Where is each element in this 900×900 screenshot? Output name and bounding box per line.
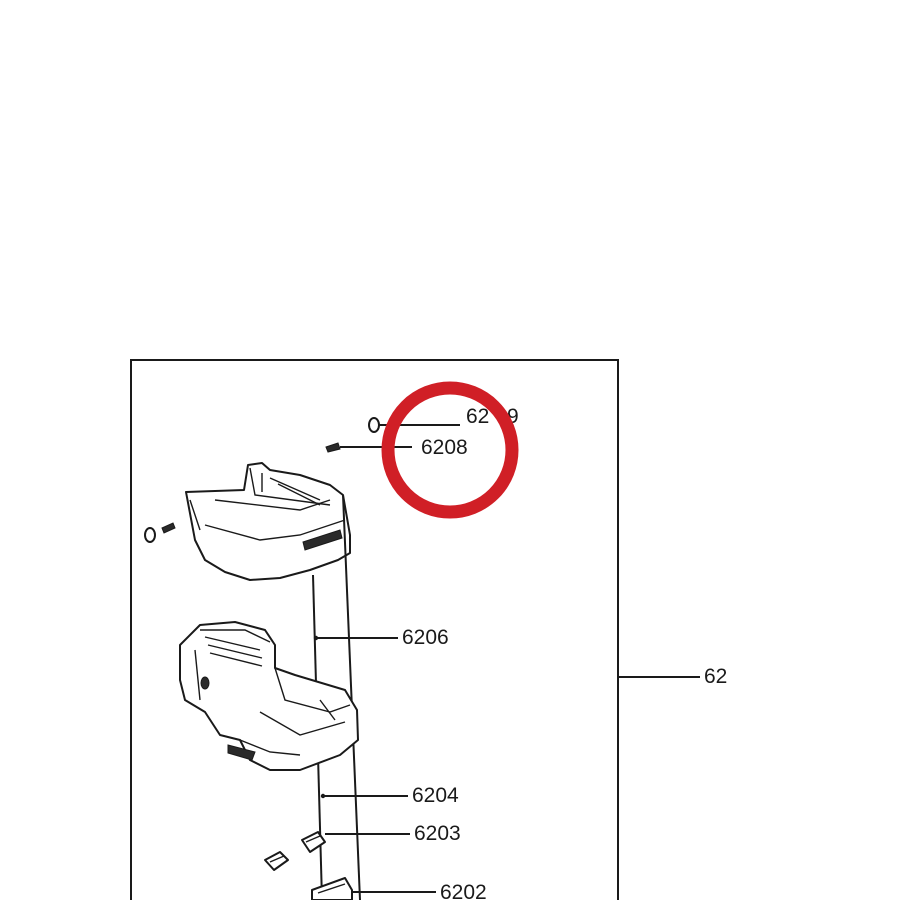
lower-housing — [179, 621, 359, 771]
label-6208: 6208 — [421, 436, 468, 459]
bottom-block-6202 — [311, 877, 353, 900]
label-6202: 6202 — [440, 881, 487, 900]
label-6204: 6204 — [412, 784, 459, 807]
upper-cover — [185, 462, 351, 581]
highlight-circle — [381, 381, 519, 519]
assembly-callout: 62 — [618, 665, 727, 688]
pin-6208 — [325, 442, 412, 453]
washer-and-screw-left — [144, 522, 176, 543]
assembly-label: 62 — [704, 665, 727, 688]
label-6209-end: 9 — [507, 405, 519, 428]
label-6209-start: 62 — [466, 405, 489, 428]
label-6206: 6206 — [402, 626, 449, 649]
fittings-6203 — [264, 831, 326, 871]
screw-6209 — [368, 417, 460, 433]
label-6203: 6203 — [414, 822, 461, 845]
leader-lines — [313, 635, 436, 893]
assembly-frame — [130, 359, 619, 900]
